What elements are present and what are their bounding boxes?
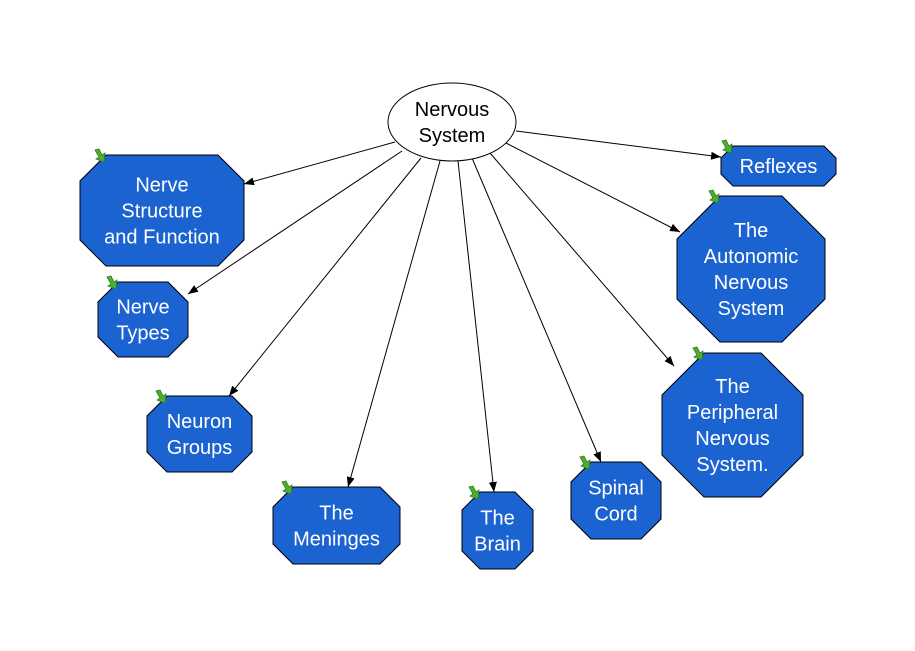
nervous-system-label-line: Nervous bbox=[415, 99, 489, 121]
edge-nervous-system-to-the-meninges bbox=[346, 160, 441, 488]
neuron-groups-label-line: Neuron bbox=[167, 411, 233, 433]
link-arrow-icon[interactable] bbox=[94, 148, 106, 163]
peripheral-nervous-system-label-line: The bbox=[715, 376, 749, 398]
edge-nervous-system-to-the-brain bbox=[457, 160, 497, 493]
link-arrow-icon[interactable] bbox=[579, 455, 591, 470]
edges bbox=[187, 130, 722, 493]
nerve-structure-octagon bbox=[79, 154, 245, 267]
spinal-cord-label-line: Cord bbox=[594, 504, 637, 526]
edge-nervous-system-to-reflexes bbox=[515, 130, 722, 160]
autonomic-nervous-system-label-line: Nervous bbox=[714, 272, 788, 294]
autonomic-nervous-system-label-line: Autonomic bbox=[704, 246, 799, 268]
link-arrow-icon[interactable] bbox=[468, 485, 480, 500]
autonomic-nervous-system-label-line: The bbox=[734, 220, 768, 242]
nerve-types-label-line: Nerve bbox=[116, 297, 169, 319]
autonomic-nervous-system-octagon bbox=[676, 195, 826, 343]
peripheral-nervous-system-octagon bbox=[661, 352, 804, 498]
link-arrow-icon[interactable] bbox=[721, 139, 733, 154]
link-arrow-icon[interactable] bbox=[106, 275, 118, 290]
edge-nervous-system-to-nerve-structure bbox=[243, 141, 396, 186]
link-arrow-icon[interactable] bbox=[692, 346, 704, 361]
the-brain-octagon bbox=[461, 491, 534, 570]
edge-nervous-system-to-nerve-types bbox=[187, 150, 403, 295]
edge-nervous-system-to-autonomic-nervous-system bbox=[505, 142, 681, 233]
peripheral-nervous-system-label-line: Nervous bbox=[695, 428, 769, 450]
peripheral-nervous-system-label-line: System. bbox=[696, 454, 768, 476]
reflexes-label: Reflexes bbox=[740, 156, 818, 178]
nerve-types-label-line: Types bbox=[116, 323, 169, 345]
link-arrow-icon[interactable] bbox=[155, 389, 167, 404]
the-meninges-octagon bbox=[272, 486, 401, 565]
link-arrow-icon[interactable] bbox=[708, 189, 720, 204]
nerve-structure-label-line: Structure bbox=[121, 201, 202, 223]
nerve-structure-label-line: and Function bbox=[104, 227, 220, 249]
the-brain-label-line: The bbox=[480, 508, 514, 530]
link-arrow-icon[interactable] bbox=[281, 480, 293, 495]
neuron-groups-label-line: Groups bbox=[167, 437, 233, 459]
spinal-cord-label-line: Spinal bbox=[588, 478, 644, 500]
the-meninges-label-line: Meninges bbox=[293, 529, 380, 551]
reflexes-label-line: Reflexes bbox=[740, 156, 818, 178]
autonomic-nervous-system-label-line: System bbox=[718, 298, 785, 320]
the-brain-label-line: Brain bbox=[474, 534, 521, 556]
neuron-groups-octagon bbox=[146, 395, 253, 473]
nervous-system-label-line: System bbox=[419, 125, 486, 147]
spinal-cord-octagon bbox=[570, 461, 662, 540]
nerve-types-octagon bbox=[97, 281, 189, 358]
nerve-structure-label-line: Nerve bbox=[135, 175, 188, 197]
reflexes-octagon bbox=[720, 145, 837, 187]
edge-nervous-system-to-peripheral-nervous-system bbox=[489, 152, 675, 367]
edge-nervous-system-to-spinal-cord bbox=[471, 157, 602, 463]
edge-nervous-system-to-neuron-groups bbox=[228, 157, 422, 397]
root-ellipse bbox=[387, 82, 517, 162]
node-reflexes[interactable]: Reflexes bbox=[720, 139, 837, 187]
peripheral-nervous-system-label-line: Peripheral bbox=[687, 402, 778, 424]
the-meninges-label-line: The bbox=[319, 503, 353, 525]
